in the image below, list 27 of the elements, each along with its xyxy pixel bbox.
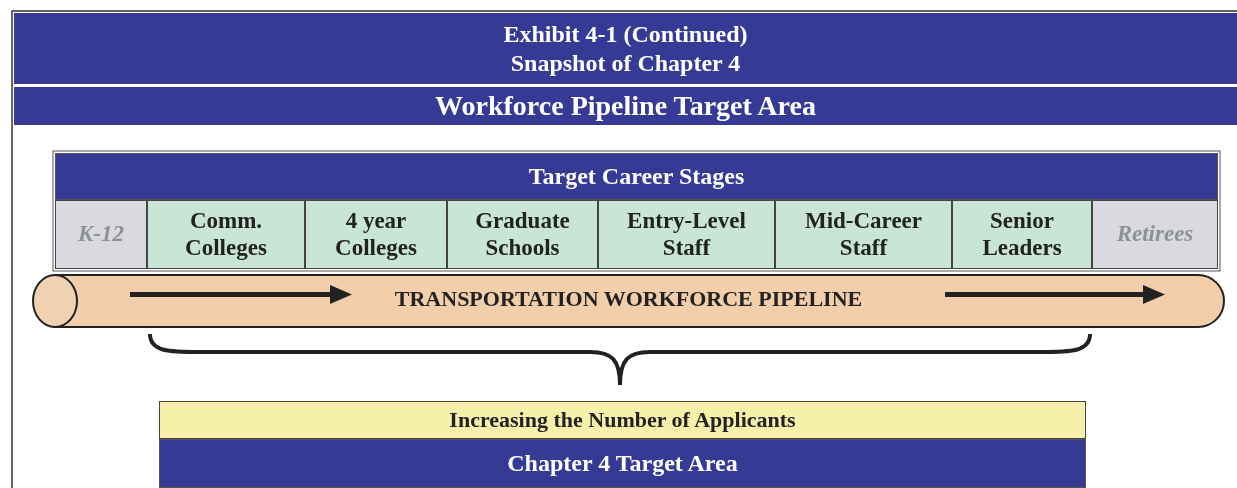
- stage-cell: [447, 200, 598, 269]
- heading: Chapter 4 Target Area: [507, 449, 738, 478]
- heading: Workforce Pipeline Target Area: [435, 89, 816, 123]
- stage-label: Comm. Colleges: [184, 208, 268, 261]
- stage-label: Retirees: [1116, 221, 1194, 248]
- stage-cell: [305, 200, 447, 269]
- stage-label: K-12: [78, 221, 124, 248]
- stage-label: Graduate Schools: [474, 208, 571, 261]
- inactive-stage-cell: [55, 200, 147, 269]
- stage-cell: [598, 200, 775, 269]
- stage-cell: [147, 200, 305, 269]
- stage-label: Entry-Level Staff: [626, 208, 747, 261]
- section-band: [14, 87, 1237, 125]
- stage-label: Mid-Career Staff: [803, 208, 924, 261]
- heading: Increasing the Number of Applicants: [449, 407, 796, 433]
- header-band: [159, 439, 1086, 488]
- pipeline-cylinder: [32, 274, 1225, 328]
- pipeline-label: TRANSPORTATION WORKFORCE PIPELINE: [394, 286, 863, 312]
- heading: Target Career Stages: [528, 162, 745, 191]
- stage-label: Senior Leaders: [981, 208, 1063, 261]
- stage-cell: [775, 200, 952, 269]
- subheading-band: [159, 401, 1086, 439]
- stage-cell: [952, 200, 1092, 269]
- title: Exhibit 4-1 (Continued) Snapshot of Chapter 4: [502, 19, 749, 78]
- stage-label: 4 year Colleges: [334, 208, 418, 261]
- header-band: [55, 153, 1218, 200]
- inactive-stage-cell: [1092, 200, 1218, 269]
